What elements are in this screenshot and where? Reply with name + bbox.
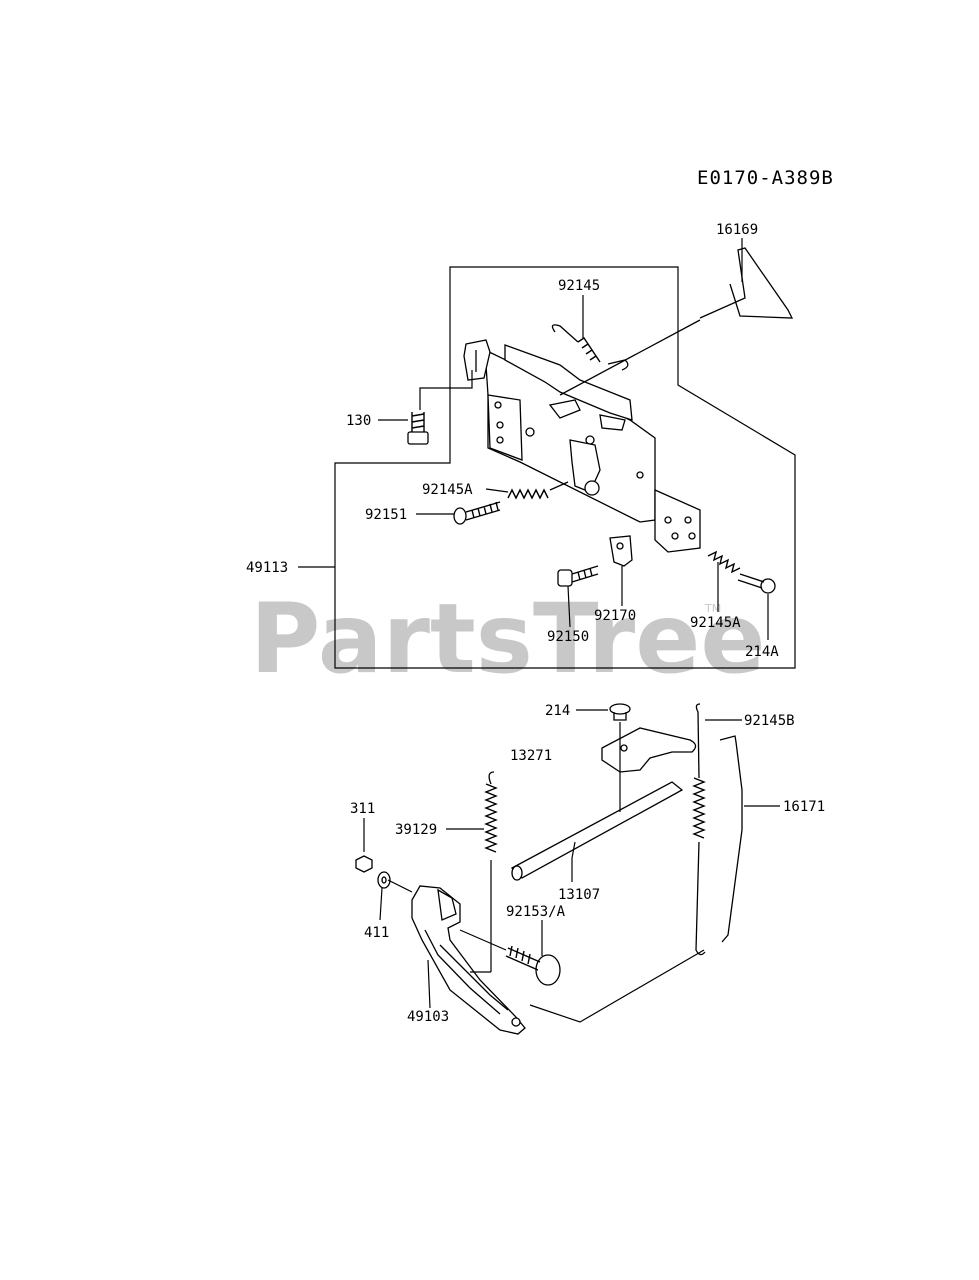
rod-16171 [719,735,743,943]
watermark: PartsTree [250,583,765,695]
spring-end-92145A-upper [549,481,569,491]
label-49113: 49113 [246,560,288,576]
label-92145B: 92145B [744,713,795,729]
screw-214A [737,573,776,594]
label-214A: 214A [745,644,779,660]
label-13107: 13107 [558,887,600,903]
leader-49103 [427,959,431,1009]
spring-end-92145 [607,359,629,371]
label-13271: 13271 [510,748,552,764]
leader-13107 [571,841,576,882]
screw-214 [609,703,631,721]
leader-411 [379,887,383,921]
assembly-outline [334,266,796,669]
shaft-13107 [510,781,684,879]
label-92170: 92170 [594,608,636,624]
label-92145A-lower: 92145A [690,615,741,631]
bracket-92170 [609,535,633,567]
spring-39129-top-hook [488,771,495,785]
control-plate [463,339,701,553]
label-16171: 16171 [783,799,825,815]
lever-49103 [411,885,526,1035]
spring-92145B-bottom-hook [695,841,706,956]
diagram-code: E0170-A389B [697,167,834,189]
label-411: 411 [364,925,389,941]
choke-wire-16169 [699,247,794,319]
spring-39129 [484,783,498,853]
label-16169: 16169 [716,222,758,238]
label-92145A-upper: 92145A [422,482,473,498]
leader-92150 [567,585,571,628]
label-49103: 49103 [407,1009,449,1025]
spring-92145A-lower [707,550,741,574]
bolt-130 [407,412,429,445]
nut-311 [355,855,373,873]
spring-92145A-upper [507,488,549,500]
leader-92145A-upper [485,488,509,493]
screw-92150 [557,565,599,587]
label-92145: 92145 [558,278,600,294]
label-92150: 92150 [547,629,589,645]
link-rod-upper [559,319,701,396]
plate-13271 [601,727,697,773]
label-311: 311 [350,801,375,817]
spring-hook-92145 [551,324,579,343]
plate-13271-hole [620,744,628,752]
spring-92145B-top-hook [695,703,701,779]
bolt-92153A [505,945,561,986]
screw-92151 [453,501,501,525]
label-214: 214 [545,703,570,719]
label-130: 130 [346,413,371,429]
bracket-92170-hole [616,542,624,550]
spring-92145B [692,777,706,839]
shaft-13107-end [511,865,523,881]
leader-130-link [419,370,473,410]
spring-92145 [577,337,601,363]
label-92151: 92151 [365,507,407,523]
washer-411 [377,871,391,889]
label-92153A: 92153/A [506,904,566,920]
watermark-trademark: TM [704,602,721,615]
label-39129: 39129 [395,822,437,838]
guide-line-lower [387,860,705,1023]
